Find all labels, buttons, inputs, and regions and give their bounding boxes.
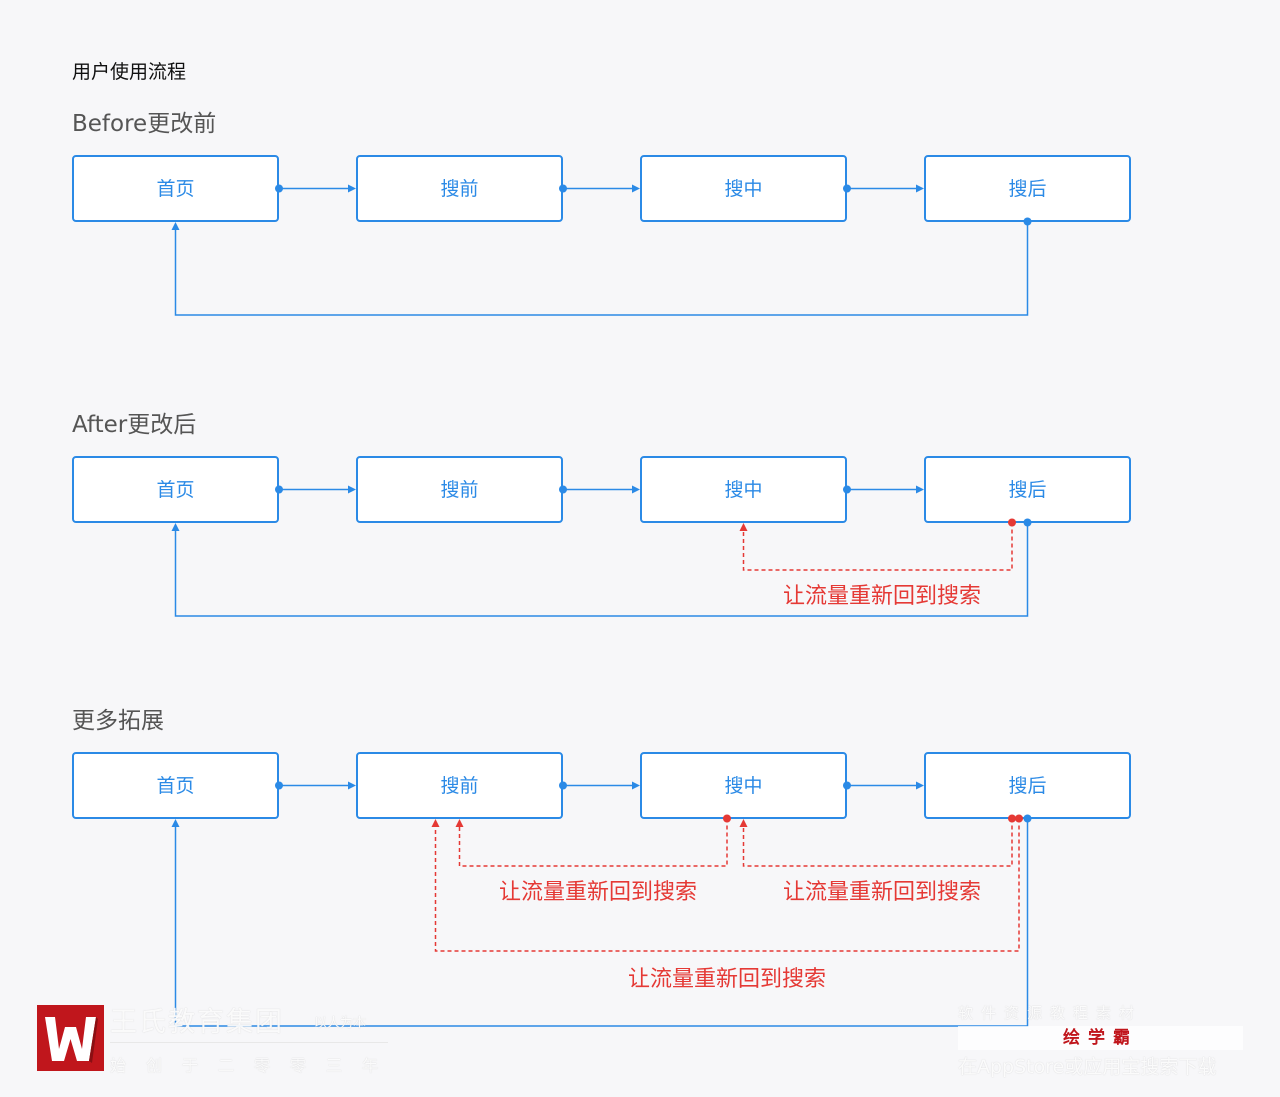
node-label: 搜后 <box>1008 775 1046 797</box>
node-label: 搜中 <box>724 479 762 501</box>
watermark-brand: 王氏教育集团 <box>110 1007 284 1038</box>
watermark-slogan: 始创于二零零三年 <box>110 1056 399 1075</box>
redirect-post-to-in <box>739 814 1016 867</box>
node-label: 搜后 <box>1008 479 1046 501</box>
redirect-label: 让流量重新回到搜索 <box>783 584 981 609</box>
node-label: 搜中 <box>724 178 762 200</box>
connector-pre-to-in <box>559 184 640 193</box>
node-label: 搜前 <box>440 775 478 797</box>
node-label: 首页 <box>156 178 194 200</box>
node-label: 首页 <box>156 775 194 797</box>
watermark-right-bottom: 在AppStore或应用宝搜索下载 <box>958 1056 1217 1078</box>
page-title: 用户使用流程 <box>72 61 187 83</box>
section-title-more: 更多拓展 <box>72 708 164 734</box>
section-title-before: Before更改前 <box>72 111 217 137</box>
connector-home-to-pre <box>275 781 356 790</box>
connector-in-to-post <box>843 485 924 494</box>
connector-in-to-post <box>843 781 924 790</box>
connector-pre-to-in <box>559 485 640 494</box>
watermark-app-name: 绘学霸 <box>1063 1028 1138 1048</box>
redirect-label: 让流量重新回到搜索 <box>783 880 981 905</box>
node-label: 搜中 <box>724 775 762 797</box>
flow-before: 首页 搜前 搜中 搜后 <box>72 155 1131 316</box>
redirect-post-to-in <box>739 518 1016 571</box>
connector-pre-to-in <box>559 781 640 790</box>
redirect-post-to-pre <box>431 814 1023 952</box>
node-label: 搜前 <box>440 479 478 501</box>
brand-logo <box>37 1005 104 1071</box>
section-title-after: After更改后 <box>72 412 197 438</box>
node-label: 搜后 <box>1008 178 1046 200</box>
connector-post-to-home <box>171 217 1032 316</box>
flow-after: 首页 搜前 搜中 搜后 让 <box>72 456 1131 617</box>
redirect-label: 让流量重新回到搜索 <box>499 880 697 905</box>
connector-post-to-home <box>171 518 1032 617</box>
connector-post-to-home <box>171 814 1032 1027</box>
connector-in-to-post <box>843 184 924 193</box>
watermark-right-top: 软件资源教程素材 <box>958 1004 1143 1022</box>
watermark-app-box: 绘学霸 <box>958 1026 1243 1050</box>
watermark-tag: 以人为本 <box>314 1016 367 1031</box>
node-label: 搜前 <box>440 178 478 200</box>
node-label: 首页 <box>156 479 194 501</box>
redirect-label: 让流量重新回到搜索 <box>628 967 826 992</box>
connector-home-to-pre <box>275 184 356 193</box>
w-logo-icon <box>45 1017 98 1063</box>
connector-home-to-pre <box>275 485 356 494</box>
flow-more: 首页 搜前 搜中 搜后 <box>72 752 1131 1027</box>
watermark-divider <box>110 1042 388 1043</box>
redirect-in-to-pre <box>455 814 731 867</box>
